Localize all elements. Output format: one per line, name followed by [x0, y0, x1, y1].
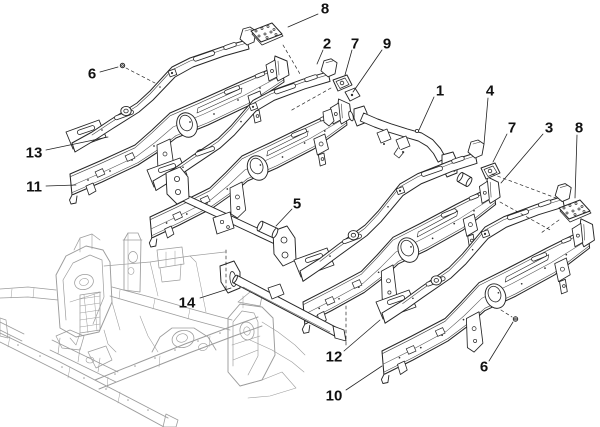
svg-text:1: 1	[436, 83, 444, 100]
svg-text:4: 4	[486, 83, 495, 100]
svg-text:8: 8	[575, 120, 583, 137]
svg-text:5: 5	[293, 196, 301, 213]
svg-text:7: 7	[508, 120, 516, 137]
svg-text:6: 6	[480, 359, 488, 376]
svg-text:10: 10	[326, 388, 343, 405]
svg-text:14: 14	[179, 295, 196, 312]
svg-text:6: 6	[88, 66, 96, 83]
svg-text:8: 8	[321, 1, 329, 18]
svg-text:9: 9	[383, 36, 391, 53]
svg-text:11: 11	[26, 179, 42, 196]
svg-text:2: 2	[323, 36, 331, 53]
svg-text:7: 7	[351, 36, 359, 53]
svg-text:12: 12	[326, 349, 343, 366]
svg-text:3: 3	[545, 120, 553, 137]
svg-text:13: 13	[26, 145, 43, 162]
